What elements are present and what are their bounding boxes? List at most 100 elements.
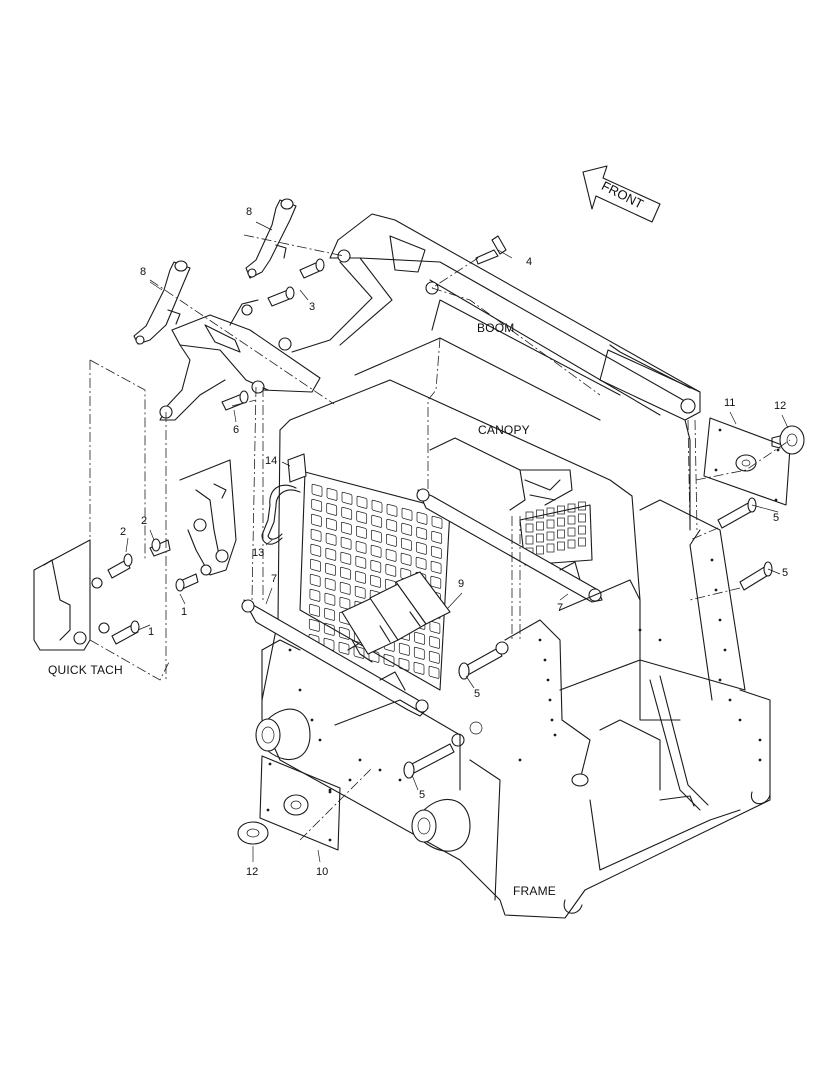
grille-cell: [546, 531, 555, 541]
frame-label: FRAME: [513, 884, 556, 898]
callout-2-right: 2: [141, 515, 148, 527]
grille-cell: [567, 527, 576, 537]
grille-cell: [326, 502, 338, 516]
grille-cell: [578, 513, 586, 523]
rivet-dot: [348, 778, 352, 782]
grille-cell: [416, 526, 428, 540]
grab-handle: [261, 484, 301, 545]
grille-cell: [324, 592, 336, 606]
front-arrow: [582, 165, 661, 223]
callout-6: 6: [233, 424, 240, 436]
quick-tach-pins: [107, 538, 199, 645]
rivet-dot: [328, 788, 332, 792]
grille-cell: [431, 530, 443, 544]
rivet-dot: [728, 698, 732, 702]
grille-cell: [536, 521, 544, 531]
frame-assembly: [255, 499, 771, 919]
grille-cell: [310, 558, 321, 572]
grille-cell: [310, 528, 322, 542]
grille-cell: [326, 517, 337, 531]
grille-cell: [428, 665, 440, 679]
grille-cell: [340, 566, 351, 580]
grille-cell: [385, 563, 397, 577]
pin-3-upper: [299, 258, 325, 279]
rivet-dot: [310, 718, 314, 722]
pin-4: [475, 235, 507, 265]
grille-cell: [371, 529, 382, 543]
grille-cell: [430, 560, 442, 574]
grille-cell: [311, 498, 323, 512]
rivet-dot: [318, 738, 322, 742]
grille-cell: [578, 525, 586, 535]
grille-cell: [310, 543, 322, 557]
rivet-dot: [758, 758, 762, 762]
boom-assembly: [159, 213, 701, 531]
rivet-dot: [398, 778, 402, 782]
grille-cell: [413, 646, 425, 660]
grille-cell: [370, 559, 382, 573]
grille-cell: [431, 515, 443, 529]
grille-cell: [430, 575, 442, 589]
canopy-assembly: [261, 299, 641, 701]
grille-cell: [338, 626, 350, 640]
foot-pedals: [341, 571, 451, 663]
rivet-dot: [268, 762, 272, 766]
rivet-dot: [553, 733, 557, 737]
grille-cell: [525, 535, 534, 545]
grille-cell: [356, 510, 368, 524]
grille-cell: [416, 541, 427, 555]
grille-cell: [557, 517, 565, 527]
grille-cell: [341, 491, 353, 505]
callout-8-upper: 8: [246, 206, 253, 218]
callout-5-center: 5: [474, 688, 481, 700]
rivet-dot: [546, 678, 550, 682]
grille-cell: [326, 487, 338, 501]
grille-cell: [309, 588, 321, 602]
rivet-dot: [518, 758, 522, 762]
callout-5-right-lower: 5: [782, 567, 789, 579]
grille-cell: [371, 499, 383, 513]
callout-14: 14: [265, 455, 278, 467]
callout-5-lower: 5: [419, 789, 426, 801]
grille-cell: [356, 525, 367, 539]
mount-bracket: [287, 453, 307, 483]
rivet-dot: [638, 628, 642, 632]
callout-9: 9: [458, 578, 465, 590]
grille-cell: [386, 503, 398, 517]
grille-cell: [578, 501, 586, 511]
grille-cell: [401, 507, 413, 521]
callout-1-upper: 1: [181, 606, 188, 618]
grille-cell: [339, 581, 351, 595]
grille-cell: [339, 596, 351, 610]
rivet-dot: [758, 738, 762, 742]
rivet-dot: [266, 808, 270, 812]
grille-cell: [557, 529, 565, 539]
rivet-dot: [358, 758, 362, 762]
grille-cell: [324, 577, 336, 591]
grille-cell: [355, 570, 366, 584]
grille-cell: [401, 522, 413, 536]
rivet-dot: [776, 448, 780, 452]
grille-cell: [400, 552, 412, 566]
grille-cell: [355, 540, 367, 554]
grille-cell: [429, 635, 440, 649]
grille-cell: [341, 521, 352, 535]
grille-cell: [536, 533, 544, 543]
grille-cell: [383, 653, 395, 667]
side-access-plate: [703, 417, 791, 506]
grille-cell: [340, 536, 352, 550]
lower-access-plate: [259, 755, 341, 851]
grille-cell: [311, 513, 322, 527]
flange-lower: [237, 821, 269, 845]
grille-cell: [354, 585, 366, 599]
callout-5-right-upper: 5: [773, 512, 780, 524]
rivet-dot: [550, 718, 554, 722]
grille-cell: [428, 650, 440, 664]
fastener-dots: [266, 428, 780, 842]
grille-cell: [567, 515, 576, 525]
callout-11: 11: [724, 397, 736, 409]
grille-cell: [536, 509, 544, 519]
grille-cell: [341, 506, 353, 520]
grille-cell: [385, 548, 397, 562]
